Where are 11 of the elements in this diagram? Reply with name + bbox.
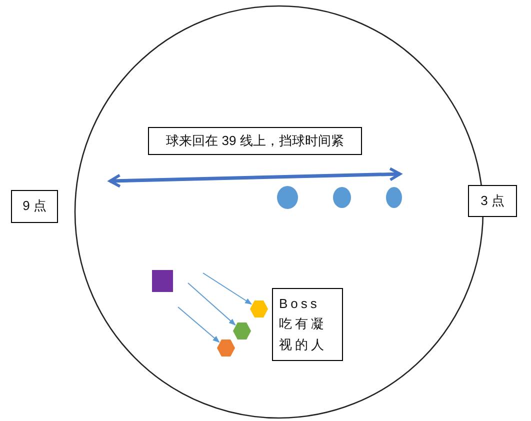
position-label-box: 9 点 (11, 190, 58, 223)
player-marker (277, 186, 298, 209)
arrow (178, 306, 220, 343)
arrow (188, 282, 236, 326)
boss-square (152, 270, 173, 292)
note-box: 球来回在 39 线上，挡球时间紧 (148, 127, 362, 155)
arrow (202, 272, 252, 305)
note-box: Boss 吃有凝视的人 (272, 288, 343, 361)
position-label-box: 3 点 (468, 185, 517, 217)
player-marker (333, 187, 351, 208)
player-marker (386, 187, 402, 208)
